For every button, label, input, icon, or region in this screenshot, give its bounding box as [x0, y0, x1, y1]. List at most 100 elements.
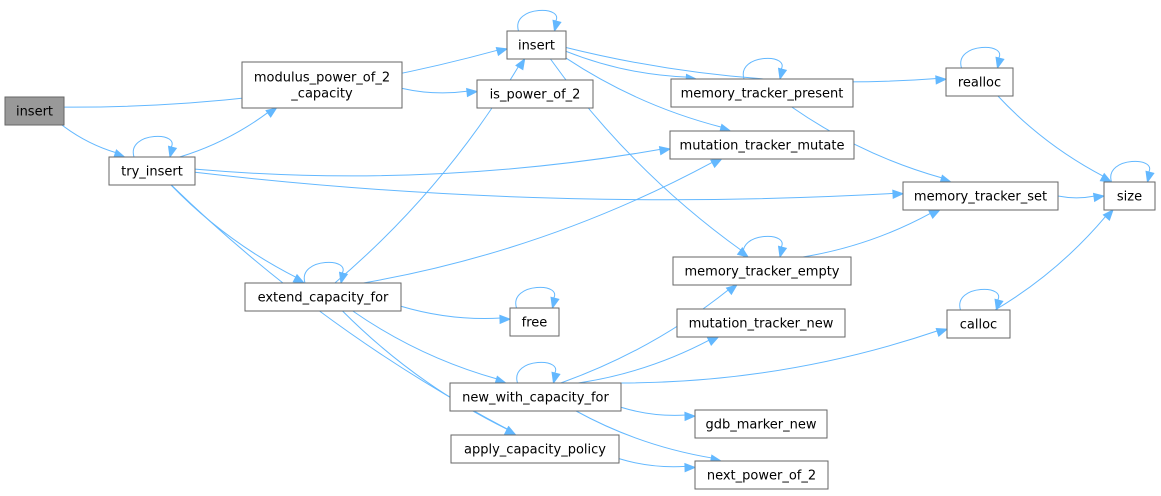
edge-line	[742, 57, 783, 80]
arrowhead-icon	[684, 462, 697, 473]
node-label: realloc	[958, 76, 1001, 91]
edge-line	[517, 9, 558, 32]
node-free[interactable]: free	[509, 307, 560, 337]
node-realloc[interactable]: realloc	[945, 67, 1014, 97]
arrowhead-icon	[935, 327, 949, 337]
node-calloc[interactable]: calloc	[946, 309, 1011, 339]
edge-new_with_capacity_for-to-gdb_marker_new	[620, 406, 697, 422]
node-size[interactable]: size	[1103, 181, 1156, 211]
node-mutation_tracker_mutate[interactable]: mutation_tracker_mutate	[669, 130, 855, 160]
edge-line	[342, 310, 509, 431]
edge-line	[401, 87, 469, 94]
arrowhead-icon	[1102, 208, 1114, 222]
edge-memory_tracker_empty-to-memory_tracker_set	[802, 209, 941, 258]
edge-line	[791, 106, 943, 179]
edge-insert_callee-to-insert_callee	[517, 9, 562, 33]
arrowhead-icon	[113, 149, 126, 159]
node-label: extend_capacity_for	[258, 291, 389, 306]
node-box	[509, 307, 560, 337]
edge-try_insert-to-memory_tracker_set	[194, 171, 905, 201]
arrowhead-icon	[777, 67, 788, 81]
node-insert_callee[interactable]: insert	[506, 30, 567, 60]
edge-memory_tracker_present-to-memory_tracker_present	[742, 57, 788, 81]
node-label: try_insert	[121, 165, 183, 180]
node-memory_tracker_present[interactable]: memory_tracker_present	[670, 78, 854, 108]
node-is_power_of_2[interactable]: is_power_of_2	[476, 79, 594, 109]
node-box	[670, 78, 854, 108]
node-label: size	[1117, 190, 1142, 205]
edge-calloc-to-calloc	[959, 288, 1004, 312]
edge-line	[802, 212, 932, 258]
node-next_power_of_2[interactable]: next_power_of_2	[694, 460, 829, 490]
edge-insert_callee-to-realloc	[565, 46, 948, 85]
node-label: free	[522, 316, 548, 331]
node-memory_tracker_set[interactable]: memory_tracker_set	[902, 181, 1059, 211]
edge-line	[565, 46, 938, 83]
edge-line	[1057, 195, 1096, 199]
node-box	[946, 309, 1011, 339]
arrowhead-icon	[1145, 170, 1155, 184]
edge-line	[620, 406, 687, 416]
edge-line	[959, 288, 1000, 311]
node-label: mutation_tracker_mutate	[680, 139, 845, 154]
node-insert_root[interactable]: insert	[4, 96, 65, 126]
edge-free-to-free	[515, 286, 560, 310]
arrowhead-icon	[1099, 172, 1113, 183]
node-label: memory_tracker_empty	[685, 265, 840, 280]
arrowhead-icon	[994, 298, 1004, 312]
node-box	[450, 434, 620, 464]
node-label: next_power_of_2	[707, 469, 816, 484]
node-box	[108, 156, 196, 186]
edge-line	[565, 57, 723, 128]
edge-line	[400, 305, 502, 319]
edge-modulus_power_of_2_capacity-to-is_power_of_2	[401, 87, 479, 98]
node-apply_capacity_policy[interactable]: apply_capacity_policy	[450, 434, 620, 464]
edge-realloc-to-realloc	[960, 46, 1005, 70]
edge-extend_capacity_for-to-extend_capacity_for	[303, 261, 349, 285]
nodes-layer: insert try_insert modulus_power_of_2_capac…	[4, 30, 1156, 490]
edge-apply_capacity_policy-to-next_power_of_2	[618, 458, 697, 473]
node-label: _capacity	[290, 87, 353, 102]
edge-new_with_capacity_for-to-memory_tracker_empty	[560, 284, 738, 384]
edges-layer	[61, 9, 1155, 473]
edge-line	[352, 310, 498, 380]
node-mutation_tracker_new[interactable]: mutation_tracker_new	[676, 308, 846, 338]
arrowhead-icon	[710, 158, 723, 169]
arrowhead-icon	[706, 336, 720, 346]
edge-line	[578, 339, 711, 384]
edge-insert_callee-to-memory_tracker_present	[565, 50, 698, 84]
node-box	[449, 382, 622, 412]
node-box	[902, 181, 1059, 211]
edge-memory_tracker_set-to-size	[1057, 192, 1106, 203]
node-box	[241, 61, 403, 109]
arrowhead-icon	[265, 107, 278, 118]
node-box	[1103, 181, 1156, 211]
arrowhead-icon	[495, 47, 509, 57]
node-label: mutation_tracker_new	[689, 317, 834, 332]
arrowhead-icon	[725, 284, 738, 296]
node-modulus_power_of_2_capacity[interactable]: modulus_power_of_2_capacity	[241, 61, 403, 109]
arrowhead-icon	[658, 145, 672, 156]
node-memory_tracker_empty[interactable]: memory_tracker_empty	[672, 256, 852, 286]
arrowhead-icon	[499, 314, 512, 325]
edge-line	[560, 288, 730, 384]
arrowhead-icon	[466, 87, 479, 98]
node-label: is_power_of_2	[490, 88, 581, 103]
arrowhead-icon	[892, 189, 905, 199]
edge-line	[994, 215, 1107, 311]
edge-try_insert-to-modulus_power_of_2_capacity	[179, 107, 278, 158]
node-extend_capacity_for[interactable]: extend_capacity_for	[244, 282, 402, 312]
arrowhead-icon	[515, 57, 526, 71]
edge-line	[565, 50, 688, 78]
node-try_insert[interactable]: try_insert	[108, 156, 196, 186]
node-box	[676, 308, 846, 338]
edge-line	[618, 458, 687, 468]
edge-line	[997, 95, 1105, 177]
node-label: insert	[518, 39, 555, 54]
node-gdb_marker_new[interactable]: gdb_marker_new	[694, 409, 828, 439]
arrowhead-icon	[338, 271, 349, 285]
arrowhead-icon	[550, 296, 560, 310]
edge-line	[620, 330, 939, 384]
node-new_with_capacity_for[interactable]: new_with_capacity_for	[449, 382, 622, 412]
node-box	[945, 67, 1014, 97]
